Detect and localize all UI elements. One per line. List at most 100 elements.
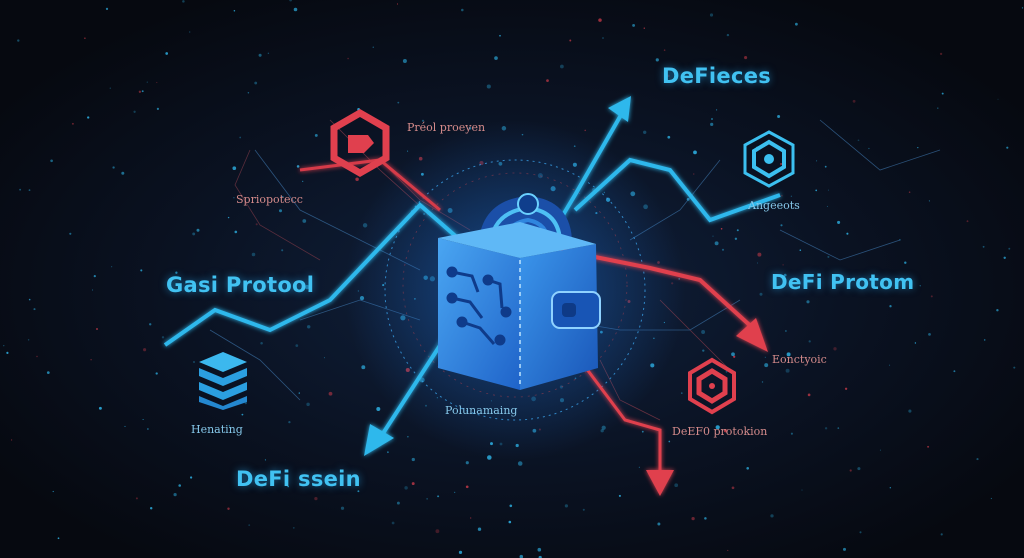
- particle-dot: [641, 430, 644, 433]
- particle-dot: [940, 533, 943, 536]
- particle-dot: [781, 195, 783, 197]
- particle-dot: [731, 486, 735, 490]
- particle-dot: [404, 486, 408, 490]
- particle-dot: [251, 252, 256, 257]
- dashed-orbit-inner: [402, 172, 628, 398]
- particle-dot: [340, 506, 345, 510]
- particle-dot: [499, 34, 501, 37]
- particle-dot: [111, 266, 113, 268]
- particle-dot: [28, 189, 31, 191]
- particle-dot: [756, 262, 759, 264]
- particle-dot: [720, 228, 723, 230]
- particle-dot: [816, 160, 818, 162]
- particle-dot: [824, 427, 828, 430]
- particle-dot: [470, 517, 472, 519]
- particle-dot: [494, 56, 498, 60]
- particle-dot: [764, 363, 769, 368]
- particle-dot: [161, 336, 165, 339]
- particle-dot: [914, 342, 917, 344]
- particle-dot: [289, 0, 293, 2]
- particle-dot: [889, 364, 891, 366]
- particle-dot: [941, 92, 944, 95]
- particle-dot: [904, 261, 907, 264]
- particle-dot: [314, 496, 318, 501]
- dashed-orbit-outer: [384, 159, 646, 421]
- particle-dot: [799, 249, 802, 251]
- label-preol-proeyen: Préol proeyen: [407, 121, 486, 134]
- particle-dot: [465, 461, 469, 465]
- particle-dot: [519, 554, 524, 558]
- particle-dot: [93, 274, 96, 278]
- particle-dot: [668, 440, 671, 443]
- particle-dot: [296, 165, 300, 168]
- particle-dot: [288, 420, 291, 424]
- particle-dot: [133, 110, 136, 113]
- particle-dot: [1003, 256, 1006, 259]
- particle-dot: [241, 413, 244, 416]
- particle-dot: [837, 220, 841, 224]
- particle-dot: [407, 150, 409, 152]
- particle-dot: [281, 196, 284, 198]
- particle-dot: [302, 219, 307, 223]
- particle-dot: [279, 209, 282, 213]
- particle-dot: [411, 457, 415, 462]
- particle-dot: [267, 52, 270, 55]
- label-angeeots: Angeeots: [748, 199, 800, 212]
- particle-dot: [842, 547, 847, 551]
- particle-dot: [966, 220, 969, 223]
- particle-dot: [919, 285, 921, 287]
- particle-dot: [11, 439, 13, 441]
- particle-dot: [710, 122, 714, 127]
- particle-dot: [667, 74, 670, 78]
- particle-dot: [726, 33, 730, 37]
- particle-dot: [889, 305, 892, 308]
- red-hexagon-ring-icon: [688, 357, 736, 415]
- particle-dot: [983, 339, 986, 341]
- particle-dot: [837, 427, 840, 429]
- particle-dot: [716, 109, 718, 111]
- particle-dot: [247, 92, 250, 94]
- particle-dot: [889, 487, 891, 489]
- particle-dot: [84, 37, 86, 39]
- particle-dot: [780, 224, 783, 227]
- particle-dot: [486, 84, 491, 89]
- particle-dot: [52, 490, 54, 493]
- particle-dot: [709, 13, 714, 17]
- particle-dot: [6, 351, 9, 354]
- label-spriopotecc: Spriopotecc: [236, 193, 303, 206]
- particle-dot: [314, 133, 318, 137]
- wallet-icon: [438, 193, 601, 390]
- particle-dot: [538, 555, 542, 558]
- particle-dot: [71, 122, 74, 125]
- label-defi-protom: DeFi Protom: [771, 270, 915, 294]
- particle-dot: [304, 284, 310, 290]
- particle-dot: [702, 349, 705, 352]
- particle-dot: [826, 205, 828, 207]
- particle-dot: [227, 507, 230, 510]
- particle-dot: [632, 23, 636, 27]
- particle-dot: [292, 527, 295, 529]
- particle-dot: [733, 355, 736, 358]
- particle-dot: [643, 27, 645, 29]
- particle-dot: [643, 130, 647, 134]
- particle-dot: [734, 237, 738, 240]
- particle-dot: [372, 46, 374, 48]
- particle-dot: [537, 547, 542, 552]
- particle-dot: [667, 135, 671, 139]
- particle-dot: [156, 81, 158, 84]
- particle-dot: [175, 271, 178, 274]
- particle-dot: [149, 323, 152, 326]
- particle-dot: [355, 177, 359, 181]
- particle-dot: [347, 57, 349, 60]
- particle-dot: [736, 229, 739, 232]
- particle-dot: [435, 529, 440, 534]
- particle-dot: [701, 330, 706, 334]
- particle-dot: [146, 81, 148, 83]
- particle-dot: [176, 290, 178, 292]
- particle-dot: [997, 98, 999, 100]
- particle-dot: [57, 537, 60, 540]
- particle-dot: [806, 300, 810, 304]
- particle-dot: [783, 273, 787, 277]
- particle-dot: [306, 402, 310, 407]
